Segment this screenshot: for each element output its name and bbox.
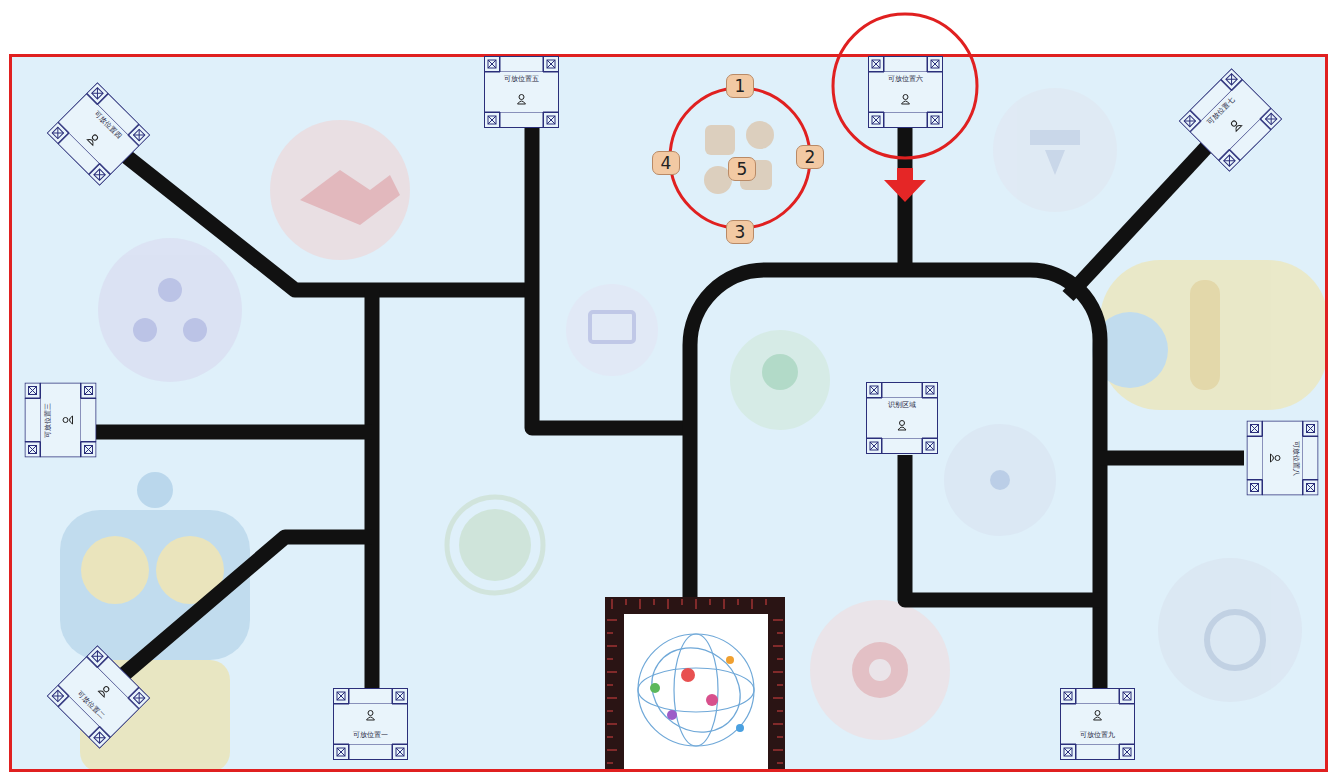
- box-outline: [1060, 688, 1135, 760]
- position-label: 可放位置九: [1060, 732, 1135, 740]
- box-outline: [46, 82, 150, 186]
- position-box: 可放位置四: [46, 82, 150, 186]
- position-box: 可放位置八: [1246, 421, 1318, 496]
- box-outline: [46, 645, 150, 749]
- start-area: [605, 597, 785, 772]
- position-box: 可放位置五: [484, 56, 559, 128]
- field-border: [11, 56, 1327, 771]
- box-outline: [866, 382, 938, 454]
- position-box: 可放位置七: [1178, 68, 1282, 172]
- position-label: 可放位置五: [484, 76, 559, 84]
- box-outline: [333, 688, 408, 760]
- position-box: 可放位置三: [24, 383, 96, 458]
- position-label: 可放位置一: [333, 732, 408, 740]
- position-box: 识别区域: [866, 382, 938, 454]
- position-label: 可放位置六: [868, 76, 943, 84]
- faded-icons: [60, 88, 1328, 772]
- position-label: 可放位置八: [1290, 421, 1298, 496]
- highlight-ring: [833, 14, 977, 158]
- order-circle: [670, 88, 810, 228]
- direction-arrow: [884, 168, 926, 202]
- position-label: 可放位置三: [44, 383, 52, 458]
- callout-number: 5: [728, 157, 756, 181]
- box-outline: [868, 56, 943, 128]
- position-label: 识别区域: [866, 402, 938, 410]
- callout-number: 3: [726, 220, 754, 244]
- box-outline: [1246, 421, 1318, 496]
- callout-number: 4: [652, 151, 680, 175]
- position-box: 可放位置六: [868, 56, 943, 128]
- callout-number: 1: [726, 74, 754, 98]
- box-outline: [484, 56, 559, 128]
- position-box: 可放位置一: [333, 688, 408, 760]
- box-outline: [1178, 68, 1282, 172]
- position-box: 可放位置九: [1060, 688, 1135, 760]
- callout-number: 2: [796, 145, 824, 169]
- box-outline: [24, 383, 96, 458]
- field-ground: [10, 55, 1328, 772]
- position-box: 可放位置二: [46, 645, 150, 749]
